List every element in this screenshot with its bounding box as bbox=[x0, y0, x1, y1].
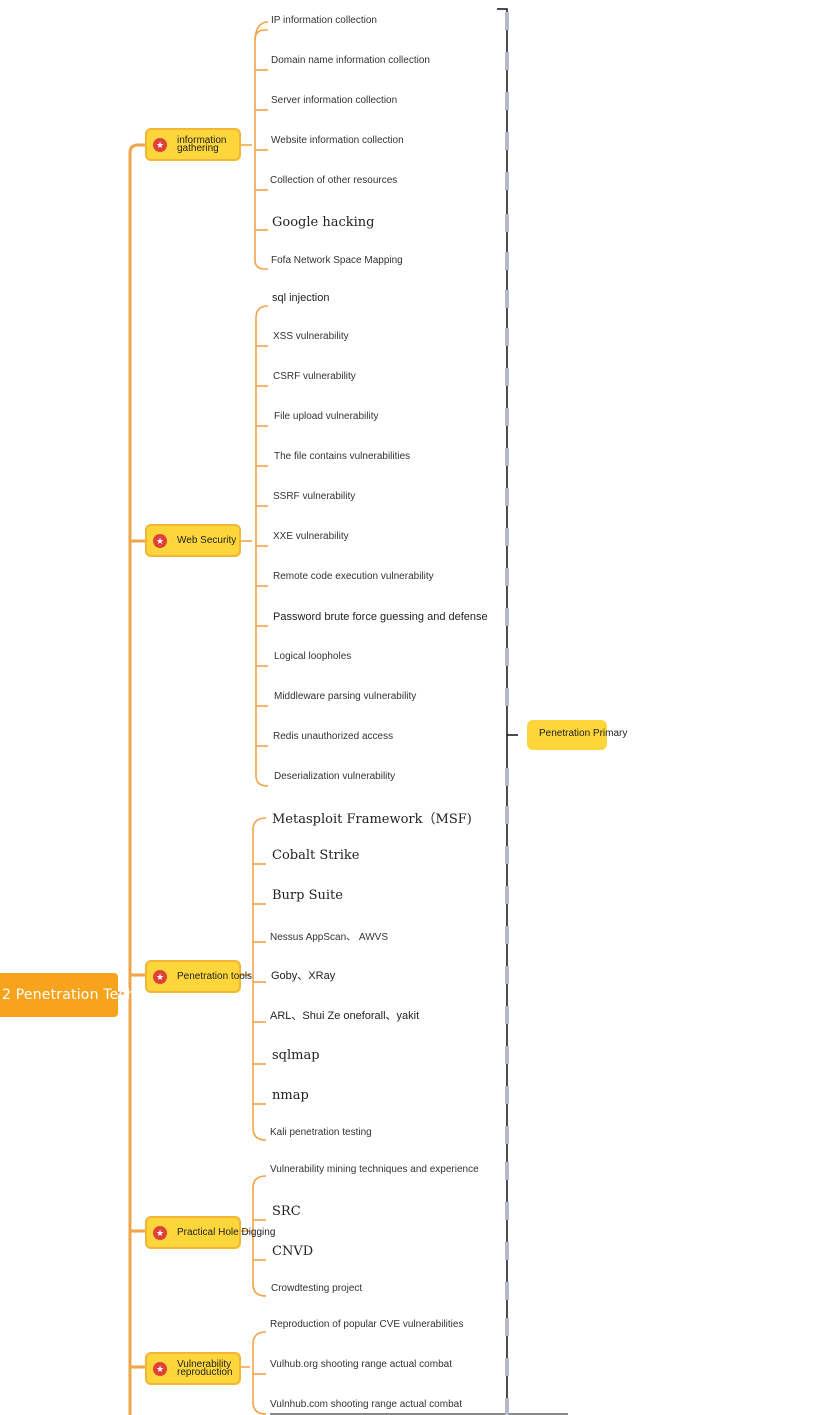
category-web-security[interactable]: ★ Web Security bbox=[145, 524, 241, 557]
root-node[interactable]: 2 Penetration Technology bbox=[0, 973, 184, 1017]
leaf-node[interactable]: Remote code execution vulnerability bbox=[273, 571, 434, 582]
category-label: information gathering bbox=[177, 134, 227, 154]
leaf-node[interactable]: Burp Suite bbox=[272, 888, 343, 903]
star-badge-icon: ★ bbox=[153, 138, 167, 152]
leaf-node[interactable]: Nessus AppScan、 AWVS bbox=[270, 932, 389, 943]
leaf-node[interactable]: sqlmap bbox=[272, 1048, 320, 1063]
category-label: Vulnerability reproduction bbox=[177, 1358, 233, 1378]
leaf-node[interactable]: ARL、Shui Ze oneforall、yakit bbox=[270, 1010, 420, 1022]
category-penetration-tools[interactable]: ★ Penetration tools bbox=[145, 960, 252, 993]
leaf-node[interactable]: Middleware parsing vulnerability bbox=[274, 691, 417, 702]
leaf-node[interactable]: Vulnhub.com shooting range actual combat bbox=[270, 1399, 462, 1410]
category-practical-hole-digging[interactable]: ★ Practical Hole Digging bbox=[145, 1216, 275, 1249]
summary-node[interactable]: Penetration Primary bbox=[527, 720, 627, 750]
leaf-node[interactable]: CNVD bbox=[272, 1244, 314, 1259]
leaf-node[interactable]: Logical loopholes bbox=[274, 651, 352, 662]
leaf-node[interactable]: SRC bbox=[272, 1204, 301, 1219]
leaf-node[interactable]: XXE vulnerability bbox=[273, 531, 349, 542]
leaf-node[interactable]: Collection of other resources bbox=[270, 175, 398, 186]
leaf-node[interactable]: Vulnerability mining techniques and expe… bbox=[270, 1164, 479, 1175]
leaf-node[interactable]: The file contains vulnerabilities bbox=[274, 451, 411, 462]
leaf-node[interactable]: Password brute force guessing and defens… bbox=[273, 611, 488, 623]
leaf-node[interactable]: SSRF vulnerability bbox=[273, 491, 356, 502]
leaf-node[interactable]: nmap bbox=[272, 1088, 309, 1103]
summary-label: Penetration Primary bbox=[539, 728, 628, 739]
leaf-node[interactable]: IP information collection bbox=[271, 15, 377, 26]
root-label: 2 Penetration Technology bbox=[2, 987, 184, 1003]
star-badge-icon: ★ bbox=[153, 534, 167, 548]
leaf-node[interactable]: Google hacking bbox=[272, 215, 375, 230]
leaf-node[interactable]: Crowdtesting project bbox=[271, 1283, 363, 1294]
leaf-node[interactable]: Fofa Network Space Mapping bbox=[271, 255, 403, 266]
leaf-node[interactable]: Website information collection bbox=[271, 135, 404, 146]
star-badge-icon: ★ bbox=[153, 970, 167, 984]
leaf-node[interactable]: XSS vulnerability bbox=[273, 331, 349, 342]
leaf-node[interactable]: File upload vulnerability bbox=[274, 411, 379, 422]
leaf-node[interactable]: Server information collection bbox=[271, 95, 398, 106]
leaf-node[interactable]: Domain name information collection bbox=[271, 55, 430, 66]
leaf-node[interactable]: Vulhub.org shooting range actual combat bbox=[270, 1359, 452, 1370]
leaf-node[interactable]: Cobalt Strike bbox=[272, 848, 360, 863]
leaf-node[interactable]: Reproduction of popular CVE vulnerabilit… bbox=[270, 1319, 464, 1330]
leaf-node[interactable]: Metasploit Framework（MSF) bbox=[272, 812, 472, 827]
category-information-gathering[interactable]: ★ information gathering bbox=[145, 128, 241, 161]
leaf-node[interactable]: Redis unauthorized access bbox=[273, 731, 394, 742]
leaf-node[interactable]: Kali penetration testing bbox=[270, 1127, 372, 1138]
category-label: Practical Hole Digging bbox=[177, 1226, 276, 1238]
category-label: Web Security bbox=[177, 534, 237, 546]
category-label: Penetration tools bbox=[177, 970, 253, 982]
leaf-node[interactable]: sql injection bbox=[272, 292, 330, 304]
star-badge-icon: ★ bbox=[153, 1226, 167, 1240]
star-badge-icon: ★ bbox=[153, 1362, 167, 1376]
leaf-node[interactable]: Deserialization vulnerability bbox=[274, 771, 396, 782]
leaf-node[interactable]: Goby、XRay bbox=[271, 970, 336, 982]
leaf-node[interactable]: CSRF vulnerability bbox=[273, 371, 356, 382]
category-vulnerability-reproduction[interactable]: ★ Vulnerability reproduction bbox=[145, 1352, 241, 1385]
